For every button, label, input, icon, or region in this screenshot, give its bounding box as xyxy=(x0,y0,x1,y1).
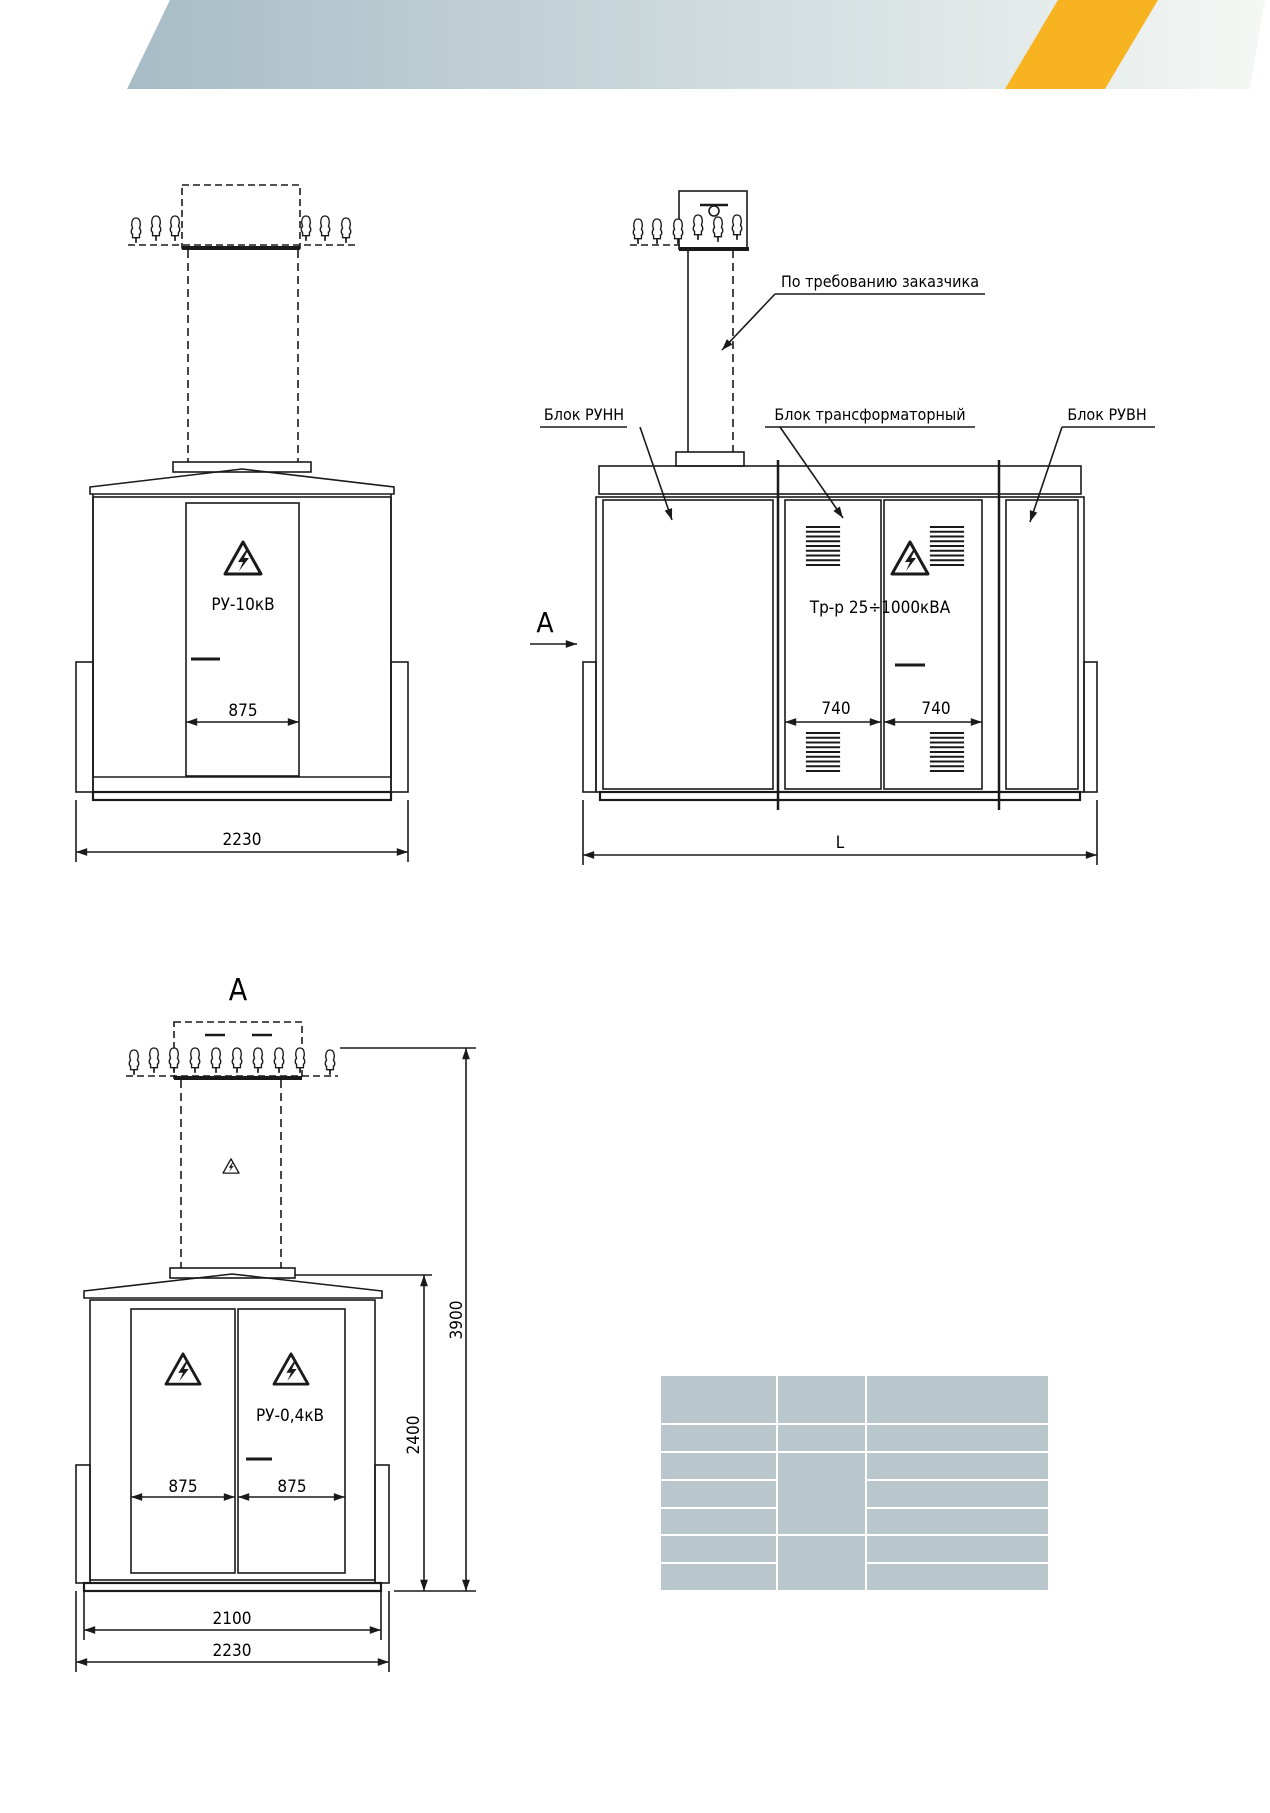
table-cell xyxy=(659,1506,778,1537)
view-a-overall-width: 2230 xyxy=(213,1641,252,1661)
transformer-door-width-right: 740 xyxy=(921,699,950,719)
vent-grille-icon xyxy=(804,732,842,772)
insulator-icon xyxy=(294,1047,306,1074)
view-a-door-width-right: 875 xyxy=(277,1477,306,1497)
insulator-icon xyxy=(168,1047,180,1074)
table-cell xyxy=(659,1534,778,1565)
table-cell xyxy=(865,1562,1050,1592)
banner-accent xyxy=(1005,0,1158,89)
insulator-icon xyxy=(128,1049,140,1076)
insulator-icon xyxy=(169,215,181,242)
view-a-height-body: 2400 xyxy=(404,1416,424,1455)
view-a-door-width-left: 875 xyxy=(168,1477,197,1497)
insulator-icon xyxy=(210,1047,222,1074)
insulator-icon xyxy=(319,215,331,242)
high-voltage-warning-icon xyxy=(272,1352,310,1386)
view-a xyxy=(75,1021,476,1672)
front-view xyxy=(75,184,409,862)
view-marker: A xyxy=(536,606,554,639)
callout-hv-block: Блок РУВН xyxy=(1067,405,1146,424)
high-voltage-warning-icon xyxy=(223,540,263,576)
insulator-icon xyxy=(231,1047,243,1074)
insulator-icon xyxy=(731,214,743,241)
insulator-icon xyxy=(148,1047,160,1074)
transformer-label: Тр-р 25÷1000кВА xyxy=(809,598,951,618)
table-cell-merged xyxy=(776,1450,867,1537)
table-cell xyxy=(865,1534,1050,1565)
insulator-icon xyxy=(651,218,663,245)
table-cell xyxy=(865,1450,1050,1481)
table-cell-merged xyxy=(776,1534,867,1592)
insulator-icon xyxy=(130,217,142,244)
table-header-cell xyxy=(776,1373,867,1426)
front-view-label: РУ-10кВ xyxy=(211,595,274,615)
insulator-icon xyxy=(672,218,684,245)
transformer-door-width-left: 740 xyxy=(821,699,850,719)
insulator-icon xyxy=(273,1047,285,1074)
front-overall-width: 2230 xyxy=(223,830,262,850)
insulator-icon xyxy=(692,214,704,241)
table-header-cell xyxy=(865,1373,1050,1426)
vent-grille-icon xyxy=(804,526,842,566)
insulator-icon xyxy=(340,217,352,244)
insulator-icon xyxy=(252,1047,264,1074)
callout-customer-request: По требованию заказчика xyxy=(781,272,979,291)
insulator-icon xyxy=(632,218,644,245)
insulator-icon xyxy=(189,1047,201,1074)
vent-grille-icon xyxy=(928,526,966,566)
view-a-label: РУ-0,4кВ xyxy=(256,1406,324,1426)
insulator-icon xyxy=(150,215,162,242)
overall-length-label: L xyxy=(836,833,845,853)
insulator-icon xyxy=(300,215,312,242)
header-banner xyxy=(127,0,1265,89)
table-cell xyxy=(865,1478,1050,1509)
high-voltage-warning-icon xyxy=(164,1352,202,1386)
spec-table xyxy=(659,1373,1050,1592)
callout-lv-block: Блок РУНН xyxy=(544,405,624,424)
table-cell xyxy=(659,1450,778,1481)
view-a-title: A xyxy=(229,973,248,1008)
table-cell xyxy=(865,1423,1050,1453)
high-voltage-warning-icon xyxy=(222,1158,240,1174)
table-cell xyxy=(659,1478,778,1509)
callout-transformer-block: Блок трансформаторный xyxy=(774,405,965,424)
table-cell xyxy=(659,1562,778,1592)
insulator-icon xyxy=(324,1049,336,1076)
insulator-icon xyxy=(712,216,724,243)
view-a-height-overall: 3900 xyxy=(447,1301,467,1340)
table-cell xyxy=(659,1423,778,1453)
table-header-cell xyxy=(659,1373,778,1426)
high-voltage-warning-icon xyxy=(890,540,930,576)
table-cell xyxy=(776,1423,867,1453)
side-view xyxy=(530,190,1155,865)
front-door-width: 875 xyxy=(228,701,257,721)
banner-stripe xyxy=(127,0,1265,89)
view-a-base-width: 2100 xyxy=(213,1609,252,1629)
vent-grille-icon xyxy=(928,732,966,772)
table-cell xyxy=(865,1506,1050,1537)
